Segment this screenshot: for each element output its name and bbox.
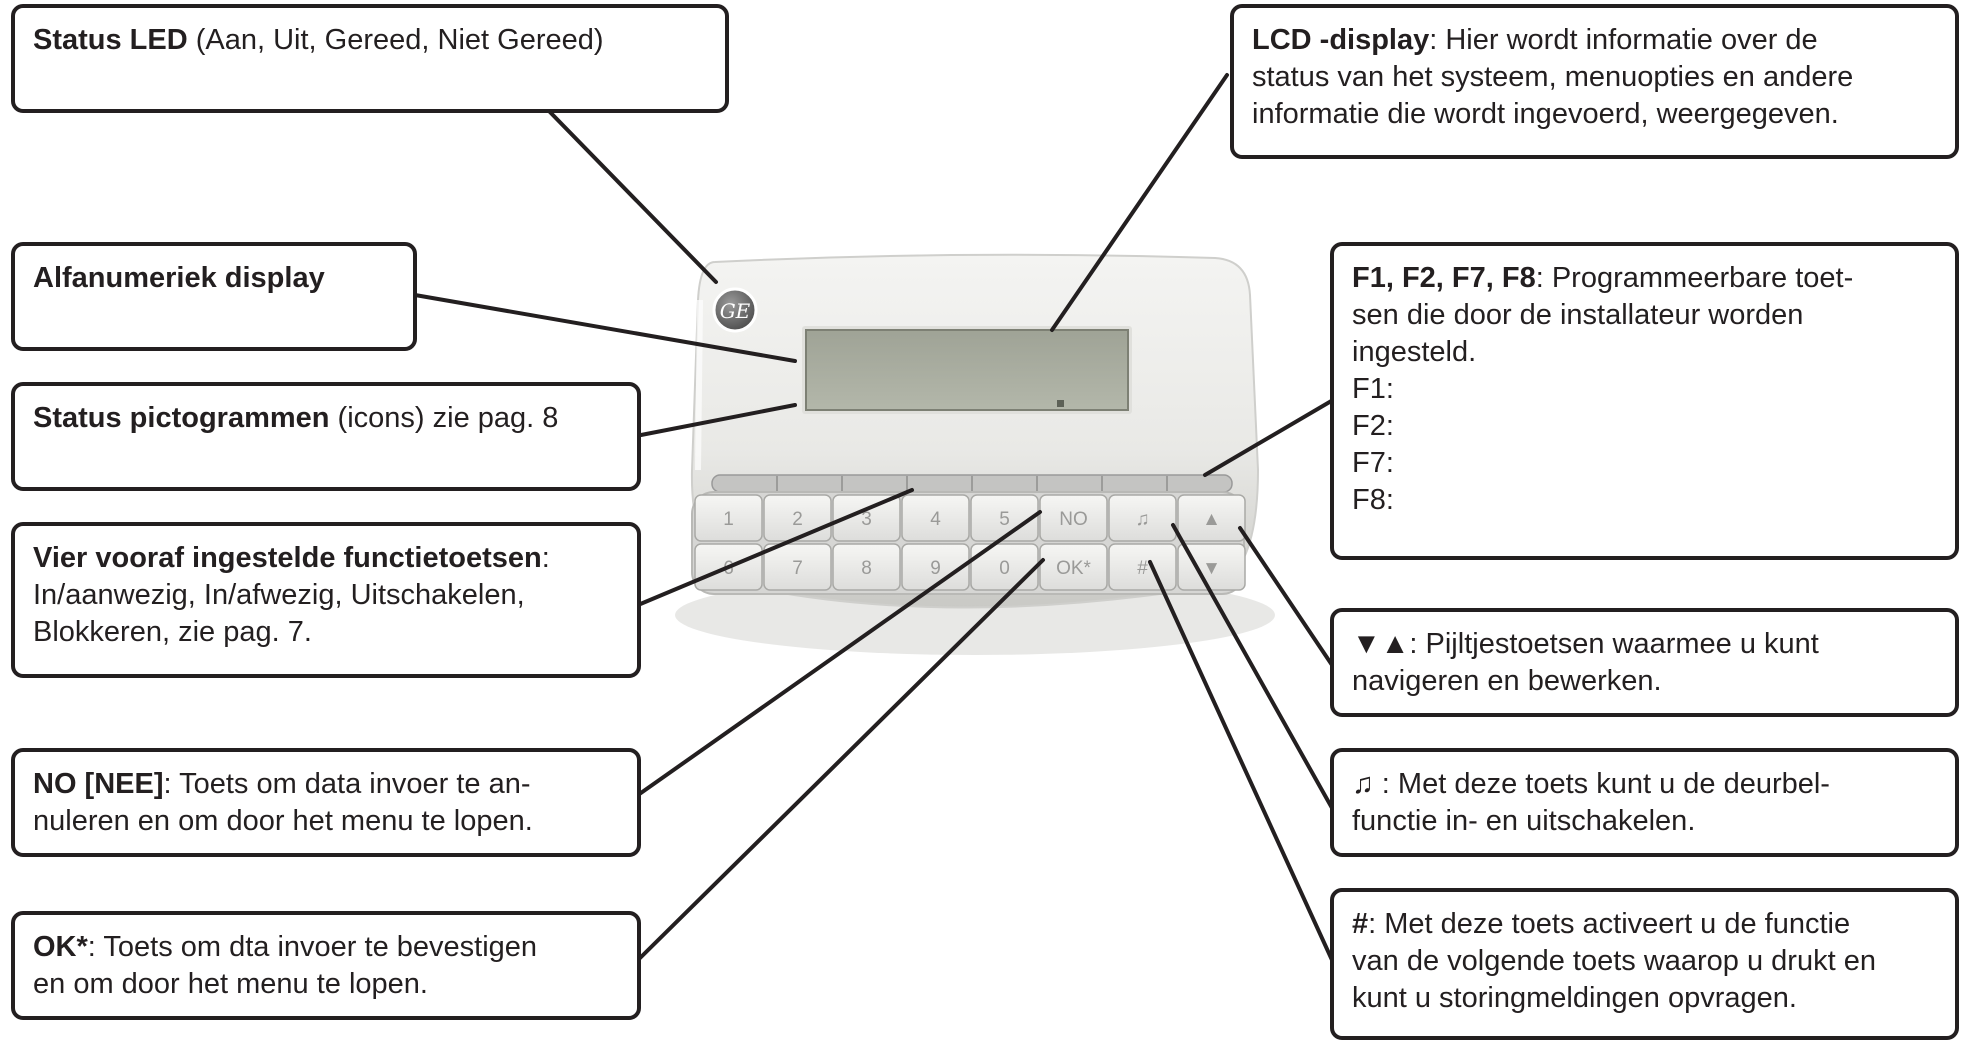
callout-functietoetsen: Vier vooraf ingestelde functietoetsen: I…: [11, 522, 641, 678]
callout-text: : Met deze toets activeert u de functie: [1368, 908, 1851, 940]
callout-text: Blokkeren, zie pag. 7.: [33, 616, 312, 648]
leader-programmable: [1203, 398, 1335, 477]
callout-no-key: NO [NEE]: Toets om data invoer te an- nu…: [11, 748, 641, 857]
keypad-key-label: ♫: [1135, 509, 1149, 530]
keypad-key-label: 1: [723, 509, 734, 530]
callout-title: Alfanumeriek display: [33, 262, 325, 294]
keypad-key: [1039, 494, 1108, 542]
callout-status-led: Status LED (Aan, Uit, Gereed, Niet Geree…: [11, 4, 729, 113]
callout-text: In/aanwezig, In/afwezig, Uitschakelen,: [33, 579, 525, 611]
callout-hash-key: #: Met deze toets activeert u de functie…: [1330, 888, 1959, 1040]
leader-functietoetsen: [636, 488, 914, 607]
leader-ok: [636, 558, 1045, 962]
keypad-key: [1177, 494, 1246, 542]
callout-text: (Aan, Uit, Gereed, Niet Gereed): [187, 24, 604, 56]
callout-text: navigeren en bewerken.: [1352, 665, 1662, 697]
keypad-key-label: 8: [861, 558, 872, 579]
keypad-key: [970, 494, 1039, 542]
keypad-key-label: 0: [999, 558, 1010, 579]
keypad-key-label: 4: [930, 509, 941, 530]
keypad-key-label: 9: [930, 558, 941, 579]
keypad-key-label: 5: [999, 509, 1010, 530]
keypad-key: [1108, 494, 1177, 542]
callout-text: functie in- en uitschakelen.: [1352, 805, 1696, 837]
keypad-key: [694, 494, 763, 542]
key-label-f2: F2:: [1352, 410, 1394, 442]
keypad-key: [763, 543, 832, 591]
leader-pictogrammen: [639, 403, 797, 437]
keypad-key-label: ▲: [1202, 509, 1221, 530]
keypad-key-label: ▼: [1202, 558, 1221, 579]
callout-chime-key: ♫ : Met deze toets kunt u de deurbel- fu…: [1330, 748, 1959, 857]
callout-text: kunt u storingmeldingen opvragen.: [1352, 982, 1797, 1014]
keypad-key: [832, 543, 901, 591]
keypad-key-label: #: [1137, 558, 1148, 579]
callout-text: : Met deze toets kunt u de deurbel-: [1373, 768, 1830, 800]
keypad-key-label: 2: [792, 509, 803, 530]
keypad-key: [901, 543, 970, 591]
callout-status-pictogrammen: Status pictogrammen (icons) zie pag. 8: [11, 382, 641, 491]
svg-text:GE: GE: [720, 299, 751, 323]
callout-text: : Toets om dta invoer te bevestigen: [87, 931, 538, 963]
callout-title: F1, F2, F7, F8: [1352, 262, 1536, 294]
callout-arrow-keys: ▼▲: Pijltjestoetsen waarmee u kunt navig…: [1330, 608, 1959, 717]
keypad-key: [901, 494, 970, 542]
callout-text: nuleren en om door het menu te lopen.: [33, 805, 533, 837]
lcd-screen: [805, 329, 1129, 411]
callout-title: NO [NEE]: [33, 768, 164, 800]
chime-icon: ♫: [1352, 768, 1374, 800]
callout-alfanumeriek-display: Alfanumeriek display: [11, 242, 417, 351]
callout-title: #: [1352, 908, 1369, 940]
callout-text: : Toets om data invoer te an-: [163, 768, 531, 800]
callout-title: Vier vooraf ingestelde functietoetsen: [33, 542, 542, 574]
callout-ok-key: OK*: Toets om dta invoer te bevestigen e…: [11, 911, 641, 1020]
leader-status-led: [546, 108, 718, 284]
callout-lcd-display: LCD -display: Hier wordt informatie over…: [1230, 4, 1959, 159]
callout-text: informatie die wordt ingevoerd, weergege…: [1252, 98, 1839, 130]
keypad-key-label: 7: [792, 558, 803, 579]
ge-logo-icon: GE: [712, 287, 758, 333]
callout-text: sen die door de installateur worden: [1352, 299, 1804, 331]
keypad-key-label: 3: [861, 509, 872, 530]
leader-arrows: [1238, 526, 1334, 667]
keypad-key: [1039, 543, 1108, 591]
callout-title: Status LED: [33, 24, 188, 56]
leader-lcd: [1050, 73, 1229, 332]
callout-title: Status pictogrammen: [33, 402, 330, 434]
arrow-keys-icon: ▼▲: [1352, 628, 1410, 660]
callout-programmable-keys: F1, F2, F7, F8: Programmeerbare toet- se…: [1330, 242, 1959, 560]
callout-text: status van het systeem, menuopties en an…: [1252, 61, 1854, 93]
callout-title: LCD -display: [1252, 24, 1430, 56]
keypad-key-label: OK*: [1056, 558, 1091, 579]
callout-text: : Pijltjestoetsen waarmee u kunt: [1409, 628, 1819, 660]
callout-title: OK*: [33, 931, 88, 963]
callout-text: (icons) zie pag. 8: [329, 402, 559, 434]
key-label-f8: F8:: [1352, 484, 1394, 516]
leader-no: [636, 510, 1042, 797]
leader-hash: [1148, 560, 1334, 962]
callout-text: ingesteld.: [1352, 336, 1477, 368]
leader-alfanumeriek: [413, 293, 797, 363]
keypad-key: [832, 494, 901, 542]
keypad-key-label: NO: [1059, 509, 1088, 530]
key-label-f1: F1:: [1352, 373, 1394, 405]
key-label-f7: F7:: [1352, 447, 1394, 479]
callout-text: : Programmeerbare toet-: [1535, 262, 1854, 294]
leader-chime: [1171, 523, 1334, 810]
callout-text: van de volgende toets waarop u drukt en: [1352, 945, 1876, 977]
callout-text: : Hier wordt informatie over de: [1429, 24, 1818, 56]
callout-text: en om door het menu te lopen.: [33, 968, 428, 1000]
callout-text: :: [541, 542, 550, 574]
